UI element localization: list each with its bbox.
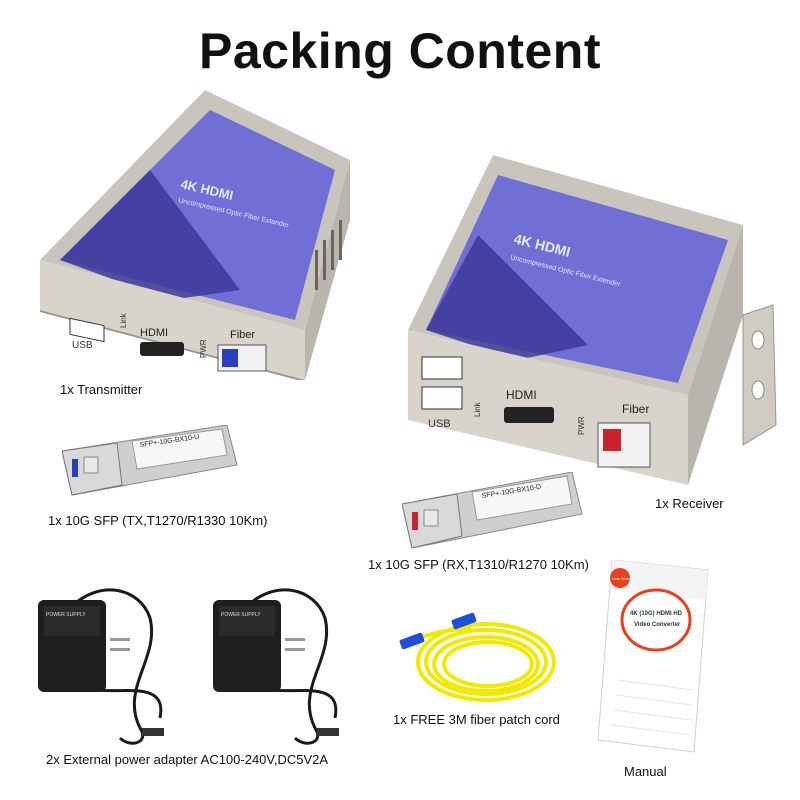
receiver-image: 4K HDMI Uncompressed Optic Fiber Extende… <box>398 155 778 495</box>
receiver-pwr-label: PWR <box>577 416 586 435</box>
receiver-fiber-label: Fiber <box>622 402 649 416</box>
manual-caption: Manual <box>624 764 667 779</box>
patch-cord-caption: 1x FREE 3M fiber patch cord <box>393 712 560 727</box>
transmitter-caption: 1x Transmitter <box>60 382 143 397</box>
receiver-hdmi-label: HDMI <box>506 388 537 402</box>
power-adapter-1: POWER SUPPLY <box>38 588 164 745</box>
power-adapter-image: POWER SUPPLY POWER SUPPLY <box>30 578 375 748</box>
receiver-caption: 1x Receiver <box>655 496 724 511</box>
transmitter-usb-label: USB <box>72 340 93 351</box>
power-adapter-1-label: POWER SUPPLY <box>46 612 86 618</box>
power-adapter-2-label: POWER SUPPLY <box>221 612 261 618</box>
manual-cover-subtitle: Video Converter <box>634 622 681 628</box>
sfp-tx-caption: 1x 10G SFP (TX,T1270/R1330 10Km) <box>48 513 268 528</box>
page-title: Packing Content <box>199 23 601 79</box>
power-adapter-caption: 2x External power adapter AC100-240V,DC5… <box>46 752 329 767</box>
sfp-rx-image: SFP+-10G-BX10-D <box>402 472 587 552</box>
transmitter-link-label: Link <box>119 312 128 328</box>
power-adapter-2: POWER SUPPLY <box>213 588 339 745</box>
manual-badge: User Manual <box>612 576 635 581</box>
manual-cover-title: 4K (10G) HDMI HD <box>630 611 683 617</box>
transmitter-image: 4K HDMI Uncompressed Optic Fiber Extende… <box>40 90 360 380</box>
patch-cord-image <box>396 600 566 710</box>
sfp-rx-caption: 1x 10G SFP (RX,T1310/R1270 10Km) <box>368 557 589 572</box>
receiver-link-label: Link <box>473 401 482 417</box>
sfp-tx-image: SFP+-10G-BX10-U <box>62 425 242 505</box>
receiver-usb-label: USB <box>428 418 451 430</box>
manual-image: User Manual 4K (10G) HDMI HD Video Conve… <box>598 560 713 755</box>
transmitter-hdmi-label: HDMI <box>140 327 168 339</box>
transmitter-fiber-label: Fiber <box>230 329 255 341</box>
transmitter-pwr-label: PWR <box>199 339 208 358</box>
